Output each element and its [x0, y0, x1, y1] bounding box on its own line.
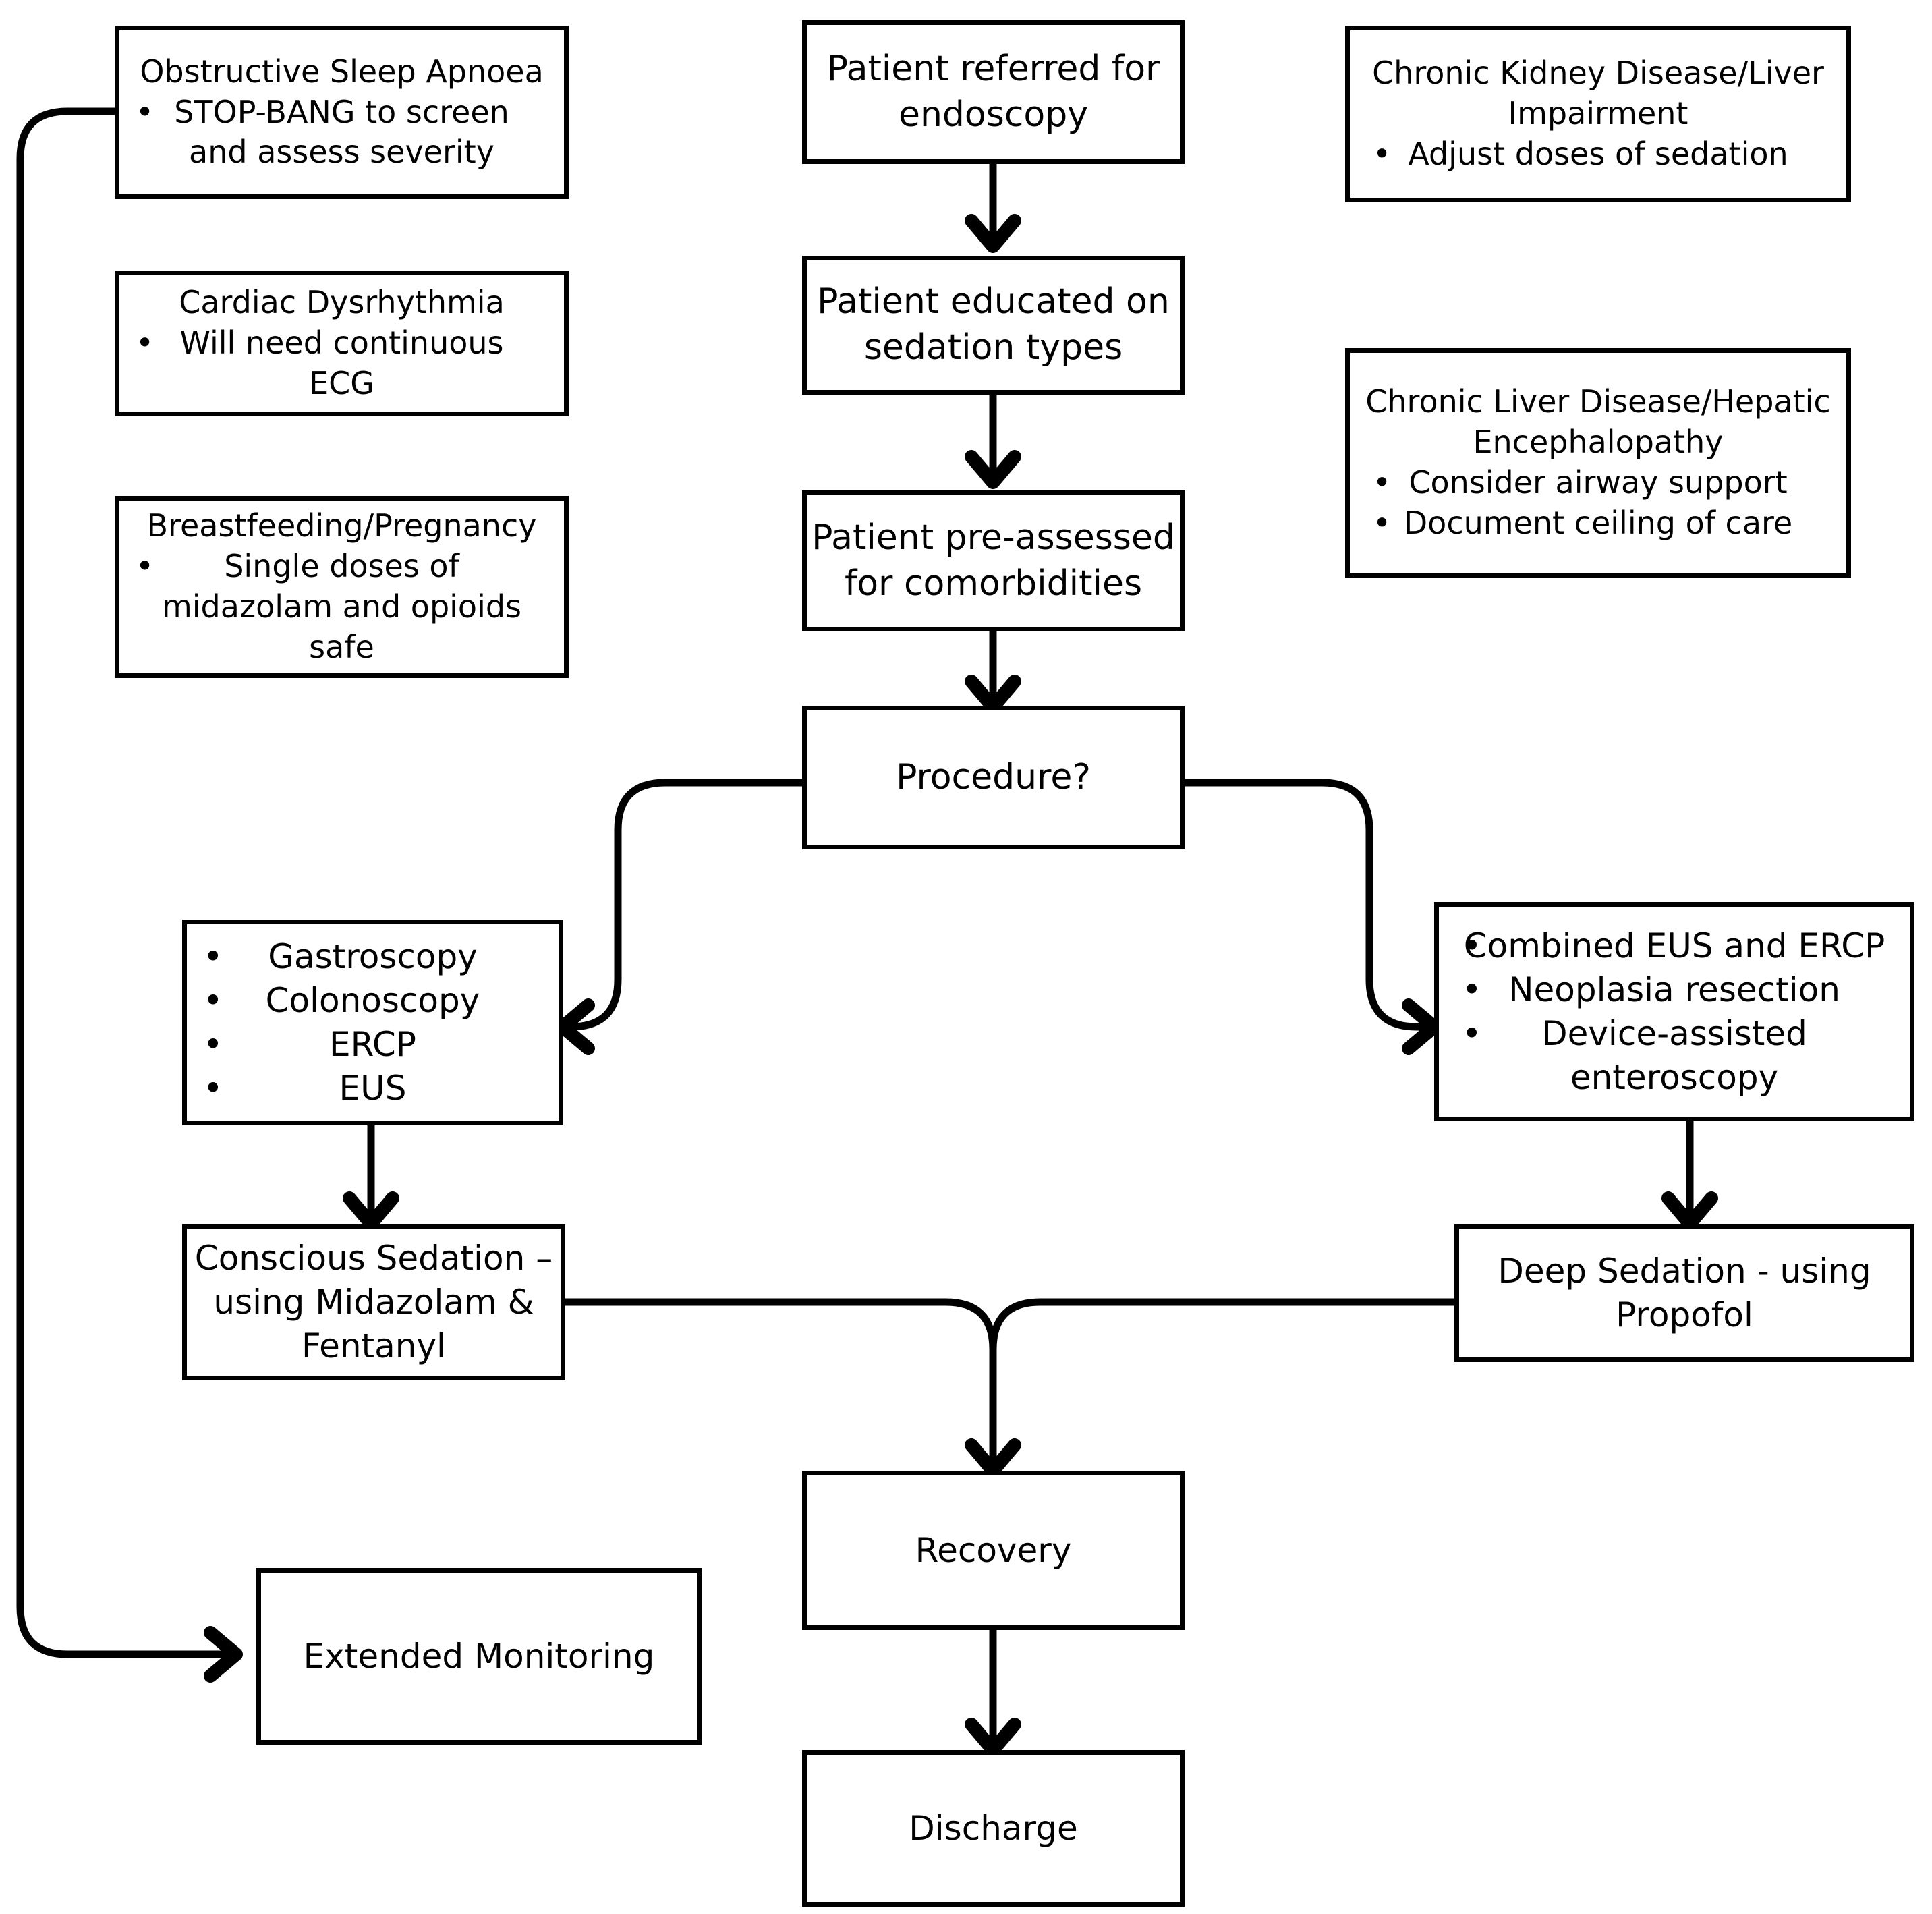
node-extended-monitoring[interactable]: Extended Monitoring	[256, 1568, 702, 1745]
list-item: • STOP-BANG to screen and assess severit…	[136, 93, 509, 171]
osa-bullet-list: • STOP-BANG to screen and assess severit…	[119, 92, 564, 173]
list-item: • Combined EUS and ERCP	[1439, 924, 1910, 968]
edge-deep-sedation-to-recovery	[965, 1298, 1454, 1477]
node-recovery[interactable]: Recovery	[802, 1471, 1185, 1630]
edge-complex-procedures-to-deep-sedation	[1661, 1121, 1718, 1231]
ckd-bullet-list: • Adjust doses of sedation	[1350, 134, 1846, 175]
bullet-icon: •	[136, 325, 154, 362]
bullet-icon: •	[203, 1068, 223, 1108]
ckd-heading-line1: Chronic Kidney Disease/Liver	[1372, 55, 1824, 92]
list-item: • ERCP	[187, 1023, 559, 1067]
list-item: • Gastroscopy	[187, 935, 559, 979]
node-standard-procedures[interactable]: • Gastroscopy • Colonoscopy • ERCP • EUS	[182, 920, 563, 1125]
ckd-heading-line2: Impairment	[1508, 95, 1688, 132]
cardiac-bullet-list: • Will need continuous ECG	[119, 323, 564, 404]
bullet-icon: •	[203, 1024, 223, 1064]
extended-monitoring-label: Extended Monitoring	[303, 1636, 655, 1676]
node-cardiac-dysrhythmia[interactable]: Cardiac Dysrhythmia • Will need continuo…	[115, 271, 569, 416]
deep-sedation-line2: Propofol	[1616, 1295, 1753, 1334]
recovery-label: Recovery	[915, 1530, 1072, 1570]
node-chronic-liver-disease[interactable]: Chronic Liver Disease/Hepatic Encephalop…	[1345, 348, 1851, 578]
breastfeeding-bullet-list: • Single doses of midazolam and opioids …	[119, 546, 564, 667]
list-item: • Adjust doses of sedation	[1350, 134, 1846, 175]
list-item: • Will need continuous ECG	[136, 325, 504, 401]
list-item: • Consider airway support	[1350, 463, 1846, 503]
breastfeeding-heading: Breastfeeding/Pregnancy	[146, 507, 537, 544]
discharge-label: Discharge	[909, 1808, 1078, 1848]
bullet-icon: •	[1462, 1013, 1482, 1053]
educated-line2: sedation types	[863, 327, 1123, 368]
conscious-sedation-line1: Conscious Sedation –	[194, 1238, 553, 1278]
node-chronic-kidney-disease[interactable]: Chronic Kidney Disease/Liver Impairment …	[1345, 26, 1851, 202]
node-patient-referred[interactable]: Patient referred for endoscopy	[802, 20, 1185, 164]
complex-procedures-list: • Combined EUS and ERCP • Neoplasia rese…	[1439, 924, 1910, 1100]
cardiac-heading: Cardiac Dysrhythmia	[179, 284, 505, 321]
node-conscious-sedation[interactable]: Conscious Sedation – using Midazolam & F…	[182, 1224, 565, 1380]
list-item: • Device-assisted enteroscopy	[1439, 1012, 1910, 1100]
list-item: • EUS	[187, 1067, 559, 1110]
cld-heading-line1: Chronic Liver Disease/Hepatic	[1365, 383, 1831, 420]
bullet-icon: •	[1373, 464, 1392, 501]
preassessed-line2: for comorbidities	[844, 563, 1143, 604]
edge-conscious-sedation-to-recovery	[565, 1298, 997, 1469]
edge-educated-to-preassessed	[965, 395, 1021, 489]
osa-heading: Obstructive Sleep Apnoea	[140, 53, 544, 90]
node-patient-preassessed[interactable]: Patient pre-assessed for comorbidities	[802, 490, 1185, 631]
educated-line1: Patient educated on	[817, 281, 1170, 322]
cld-bullet-list: • Consider airway support • Document cei…	[1350, 463, 1846, 544]
edge-procedure-to-standard-procedures	[556, 779, 802, 1055]
list-item: • Document ceiling of care	[1350, 503, 1846, 544]
conscious-sedation-line3: Fentanyl	[302, 1326, 446, 1366]
referred-line2: endoscopy	[898, 94, 1089, 135]
node-breastfeeding-pregnancy[interactable]: Breastfeeding/Pregnancy • Single doses o…	[115, 496, 569, 678]
standard-procedures-list: • Gastroscopy • Colonoscopy • ERCP • EUS	[187, 935, 559, 1110]
bullet-icon: •	[136, 548, 154, 585]
edge-procedure-to-complex-procedures	[1185, 779, 1441, 1055]
node-procedure-decision[interactable]: Procedure?	[802, 706, 1185, 849]
node-deep-sedation[interactable]: Deep Sedation - using Propofol	[1454, 1224, 1914, 1362]
node-complex-procedures[interactable]: • Combined EUS and ERCP • Neoplasia rese…	[1434, 902, 1914, 1121]
referred-line1: Patient referred for	[826, 48, 1160, 89]
bullet-icon: •	[136, 93, 154, 130]
bullet-icon: •	[1462, 926, 1482, 965]
conscious-sedation-line2: using Midazolam &	[213, 1282, 534, 1322]
bullet-icon: •	[1373, 504, 1392, 541]
node-discharge[interactable]: Discharge	[802, 1750, 1185, 1907]
node-patient-educated[interactable]: Patient educated on sedation types	[802, 256, 1185, 395]
list-item: • Colonoscopy	[187, 979, 559, 1023]
list-item: • Single doses of midazolam and opioids …	[136, 548, 522, 665]
edge-standard-procedures-to-conscious-sedation	[343, 1125, 399, 1231]
bullet-icon: •	[1462, 969, 1482, 1009]
edge-recovery-to-discharge	[965, 1630, 1021, 1757]
deep-sedation-line1: Deep Sedation - using	[1498, 1251, 1871, 1291]
edge-referred-to-educated	[965, 164, 1021, 253]
procedure-label: Procedure?	[896, 756, 1091, 797]
bullet-icon: •	[1373, 135, 1392, 172]
preassessed-line1: Patient pre-assessed	[812, 517, 1175, 558]
cld-heading-line2: Encephalopathy	[1473, 424, 1724, 461]
edge-preassessed-to-procedure	[965, 631, 1021, 714]
list-item: • Neoplasia resection	[1439, 968, 1910, 1012]
bullet-icon: •	[203, 980, 223, 1020]
bullet-icon: •	[203, 936, 223, 976]
node-obstructive-sleep-apnoea[interactable]: Obstructive Sleep Apnoea • STOP-BANG to …	[115, 26, 569, 199]
